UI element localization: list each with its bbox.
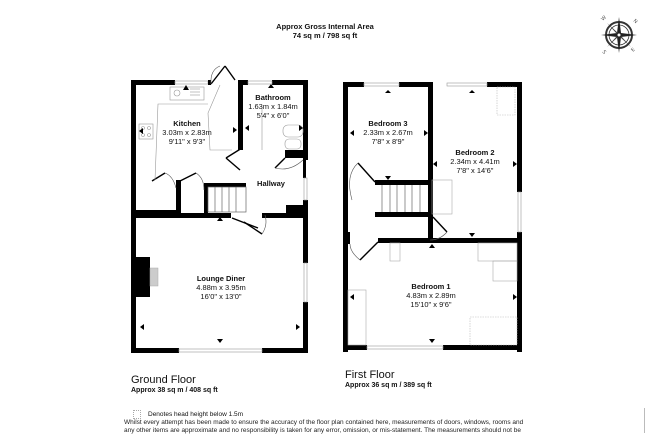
first-floor-plan (343, 82, 522, 352)
room-label-bedroom-1: Bedroom 1 4.83m x 2.89m 15'10" x 9'6" (406, 282, 456, 309)
head-height-legend: Denotes head height below 1.5m (124, 410, 243, 419)
room-imperial: 5'4" x 6'0" (256, 111, 290, 120)
room-label-bedroom-2: Bedroom 2 2.34m x 4.41m 7'8" x 14'6" (450, 148, 500, 175)
room-label-bedroom-3: Bedroom 3 2.33m x 2.67m 7'8" x 8'9" (363, 119, 413, 146)
svg-text:S: S (601, 49, 607, 55)
room-metric: 2.33m x 2.67m (363, 128, 413, 137)
first-floor-area: Approx 36 sq m / 389 sq ft (345, 382, 432, 389)
disclaimer-line-2: any other items are approximate and no r… (124, 427, 521, 434)
compass-rose-icon: W N S E (600, 15, 639, 56)
ground-floor-area: Approx 38 sq m / 408 sq ft (131, 387, 218, 394)
room-label-lounge-diner: Lounge Diner 4.88m x 3.95m 16'0" x 13'0" (196, 274, 246, 301)
room-imperial: 16'0" x 13'0" (200, 292, 242, 301)
room-imperial: 9'11" x 9'3" (168, 137, 206, 146)
room-name: Bedroom 3 (368, 119, 408, 128)
first-floor-title: First Floor (345, 369, 395, 381)
room-name: Hallway (257, 179, 285, 188)
room-metric: 3.03m x 2.83m (162, 128, 212, 137)
room-metric: 2.34m x 4.41m (450, 157, 500, 166)
room-name: Lounge Diner (196, 274, 246, 283)
room-imperial: 7'8" x 14'6" (456, 166, 494, 175)
room-metric: 4.88m x 3.95m (196, 283, 246, 292)
disclaimer-line-1: Whilst every attempt has been made to en… (124, 419, 524, 426)
svg-text:W: W (600, 15, 608, 23)
svg-text:E: E (630, 47, 636, 53)
room-name: Bedroom 1 (411, 282, 451, 291)
room-label-bathroom: Bathroom 1.63m x 1.84m 5'4" x 6'0" (248, 93, 298, 120)
room-metric: 1.63m x 1.84m (248, 102, 298, 111)
room-label-kitchen: Kitchen 3.03m x 2.83m 9'11" x 9'3" (162, 119, 212, 146)
room-metric: 4.83m x 2.89m (406, 291, 456, 300)
room-label-hallway: Hallway (257, 179, 285, 188)
legend-text: Denotes head height below 1.5m (148, 411, 244, 419)
disclaimer: Whilst every attempt has been made to en… (124, 419, 644, 435)
gross-area-title: Approx Gross Internal Area (276, 22, 374, 31)
room-imperial: 7'8" x 8'9" (371, 137, 405, 146)
room-name: Bathroom (255, 93, 291, 102)
page-edge-divider (644, 408, 645, 433)
room-name: Bedroom 2 (455, 148, 495, 157)
room-name: Kitchen (173, 119, 201, 128)
gross-area-header: Approx Gross Internal Area 74 sq m / 798… (0, 22, 650, 40)
dotted-box-icon (133, 410, 141, 419)
room-imperial: 15'10" x 9'6" (410, 300, 452, 309)
ground-floor-caption: Ground Floor Approx 38 sq m / 408 sq ft (131, 374, 218, 395)
ground-floor-plan (131, 65, 308, 353)
gross-area-value: 74 sq m / 798 sq ft (292, 31, 358, 40)
ground-floor-title: Ground Floor (131, 374, 196, 386)
first-floor-caption: First Floor Approx 36 sq m / 389 sq ft (345, 369, 432, 390)
svg-text:N: N (632, 18, 639, 25)
